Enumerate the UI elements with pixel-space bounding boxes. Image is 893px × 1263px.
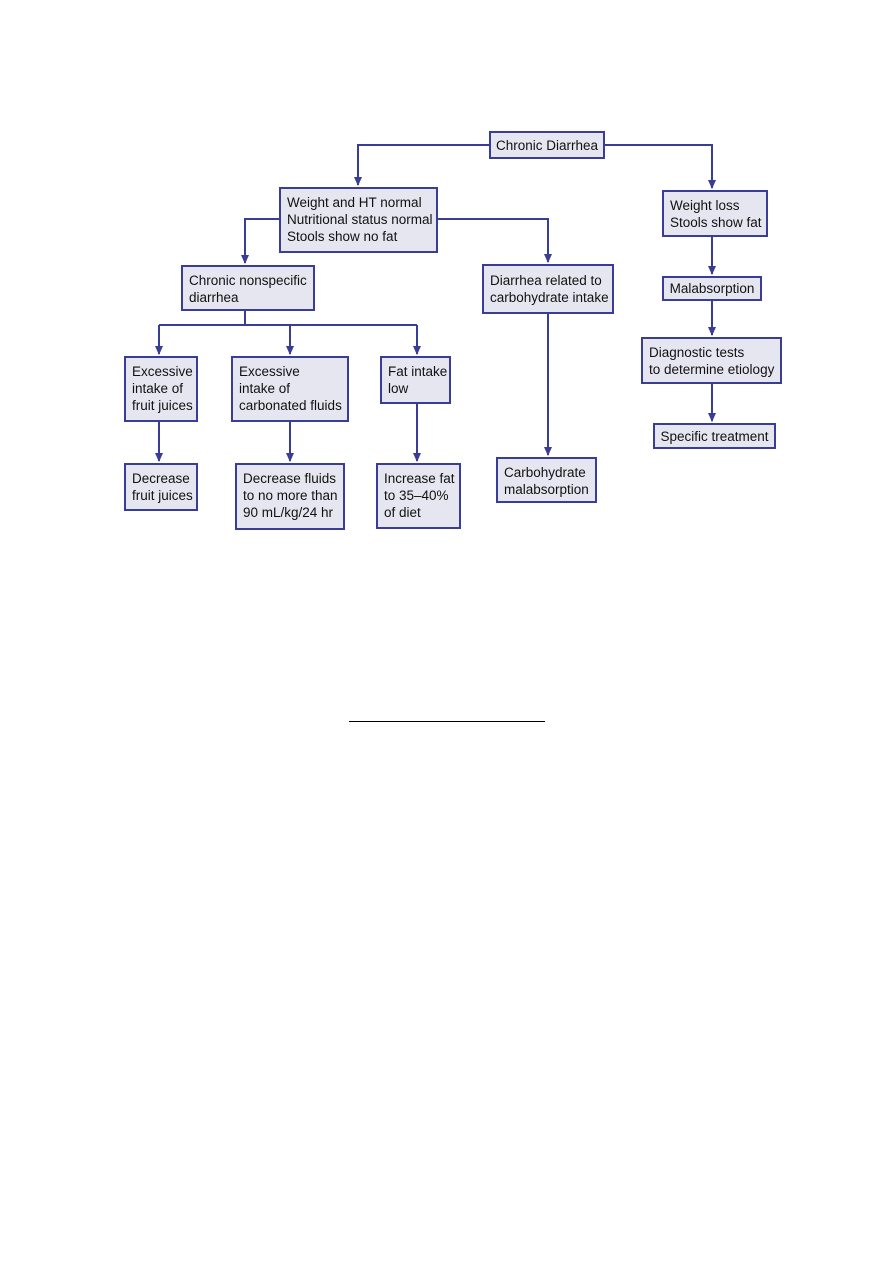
section-divider-line <box>349 721 545 722</box>
node-weight-loss: Weight loss Stools show fat <box>662 190 768 237</box>
connector-normal-to-carbohydrate <box>437 218 552 263</box>
node-decrease-fluids: Decrease fluids to no more than 90 mL/kg… <box>235 463 345 530</box>
node-chronic-diarrhea: Chronic Diarrhea <box>489 131 605 159</box>
node-excessive-fruit-juices: Excessive intake of fruit juices <box>124 356 198 422</box>
node-malabsorption: Malabsorption <box>662 276 762 301</box>
node-fat-intake-low: Fat intake low <box>380 356 451 404</box>
node-decrease-fruit-juices: Decrease fruit juices <box>124 463 198 511</box>
node-specific-treatment: Specific treatment <box>653 423 776 449</box>
connector-root-to-weight-loss <box>605 144 716 189</box>
flowchart-connectors <box>155 144 716 462</box>
node-carbohydrate-malabsorption: Carbohydrate malabsorption <box>496 457 597 503</box>
node-excessive-carbonated: Excessive intake of carbonated fluids <box>231 356 349 422</box>
node-weight-ht-normal: Weight and HT normal Nutritional status … <box>279 187 438 253</box>
node-chronic-nonspecific: Chronic nonspecific diarrhea <box>181 265 315 311</box>
connector-normal-to-nonspecific <box>241 218 280 264</box>
node-increase-fat: Increase fat to 35–40% of diet <box>376 463 461 529</box>
connector-root-to-normal <box>354 144 489 186</box>
node-diagnostic-tests: Diagnostic tests to determine etiology <box>641 337 782 384</box>
node-diarrhea-carbohydrate: Diarrhea related to carbohydrate intake <box>482 264 614 314</box>
